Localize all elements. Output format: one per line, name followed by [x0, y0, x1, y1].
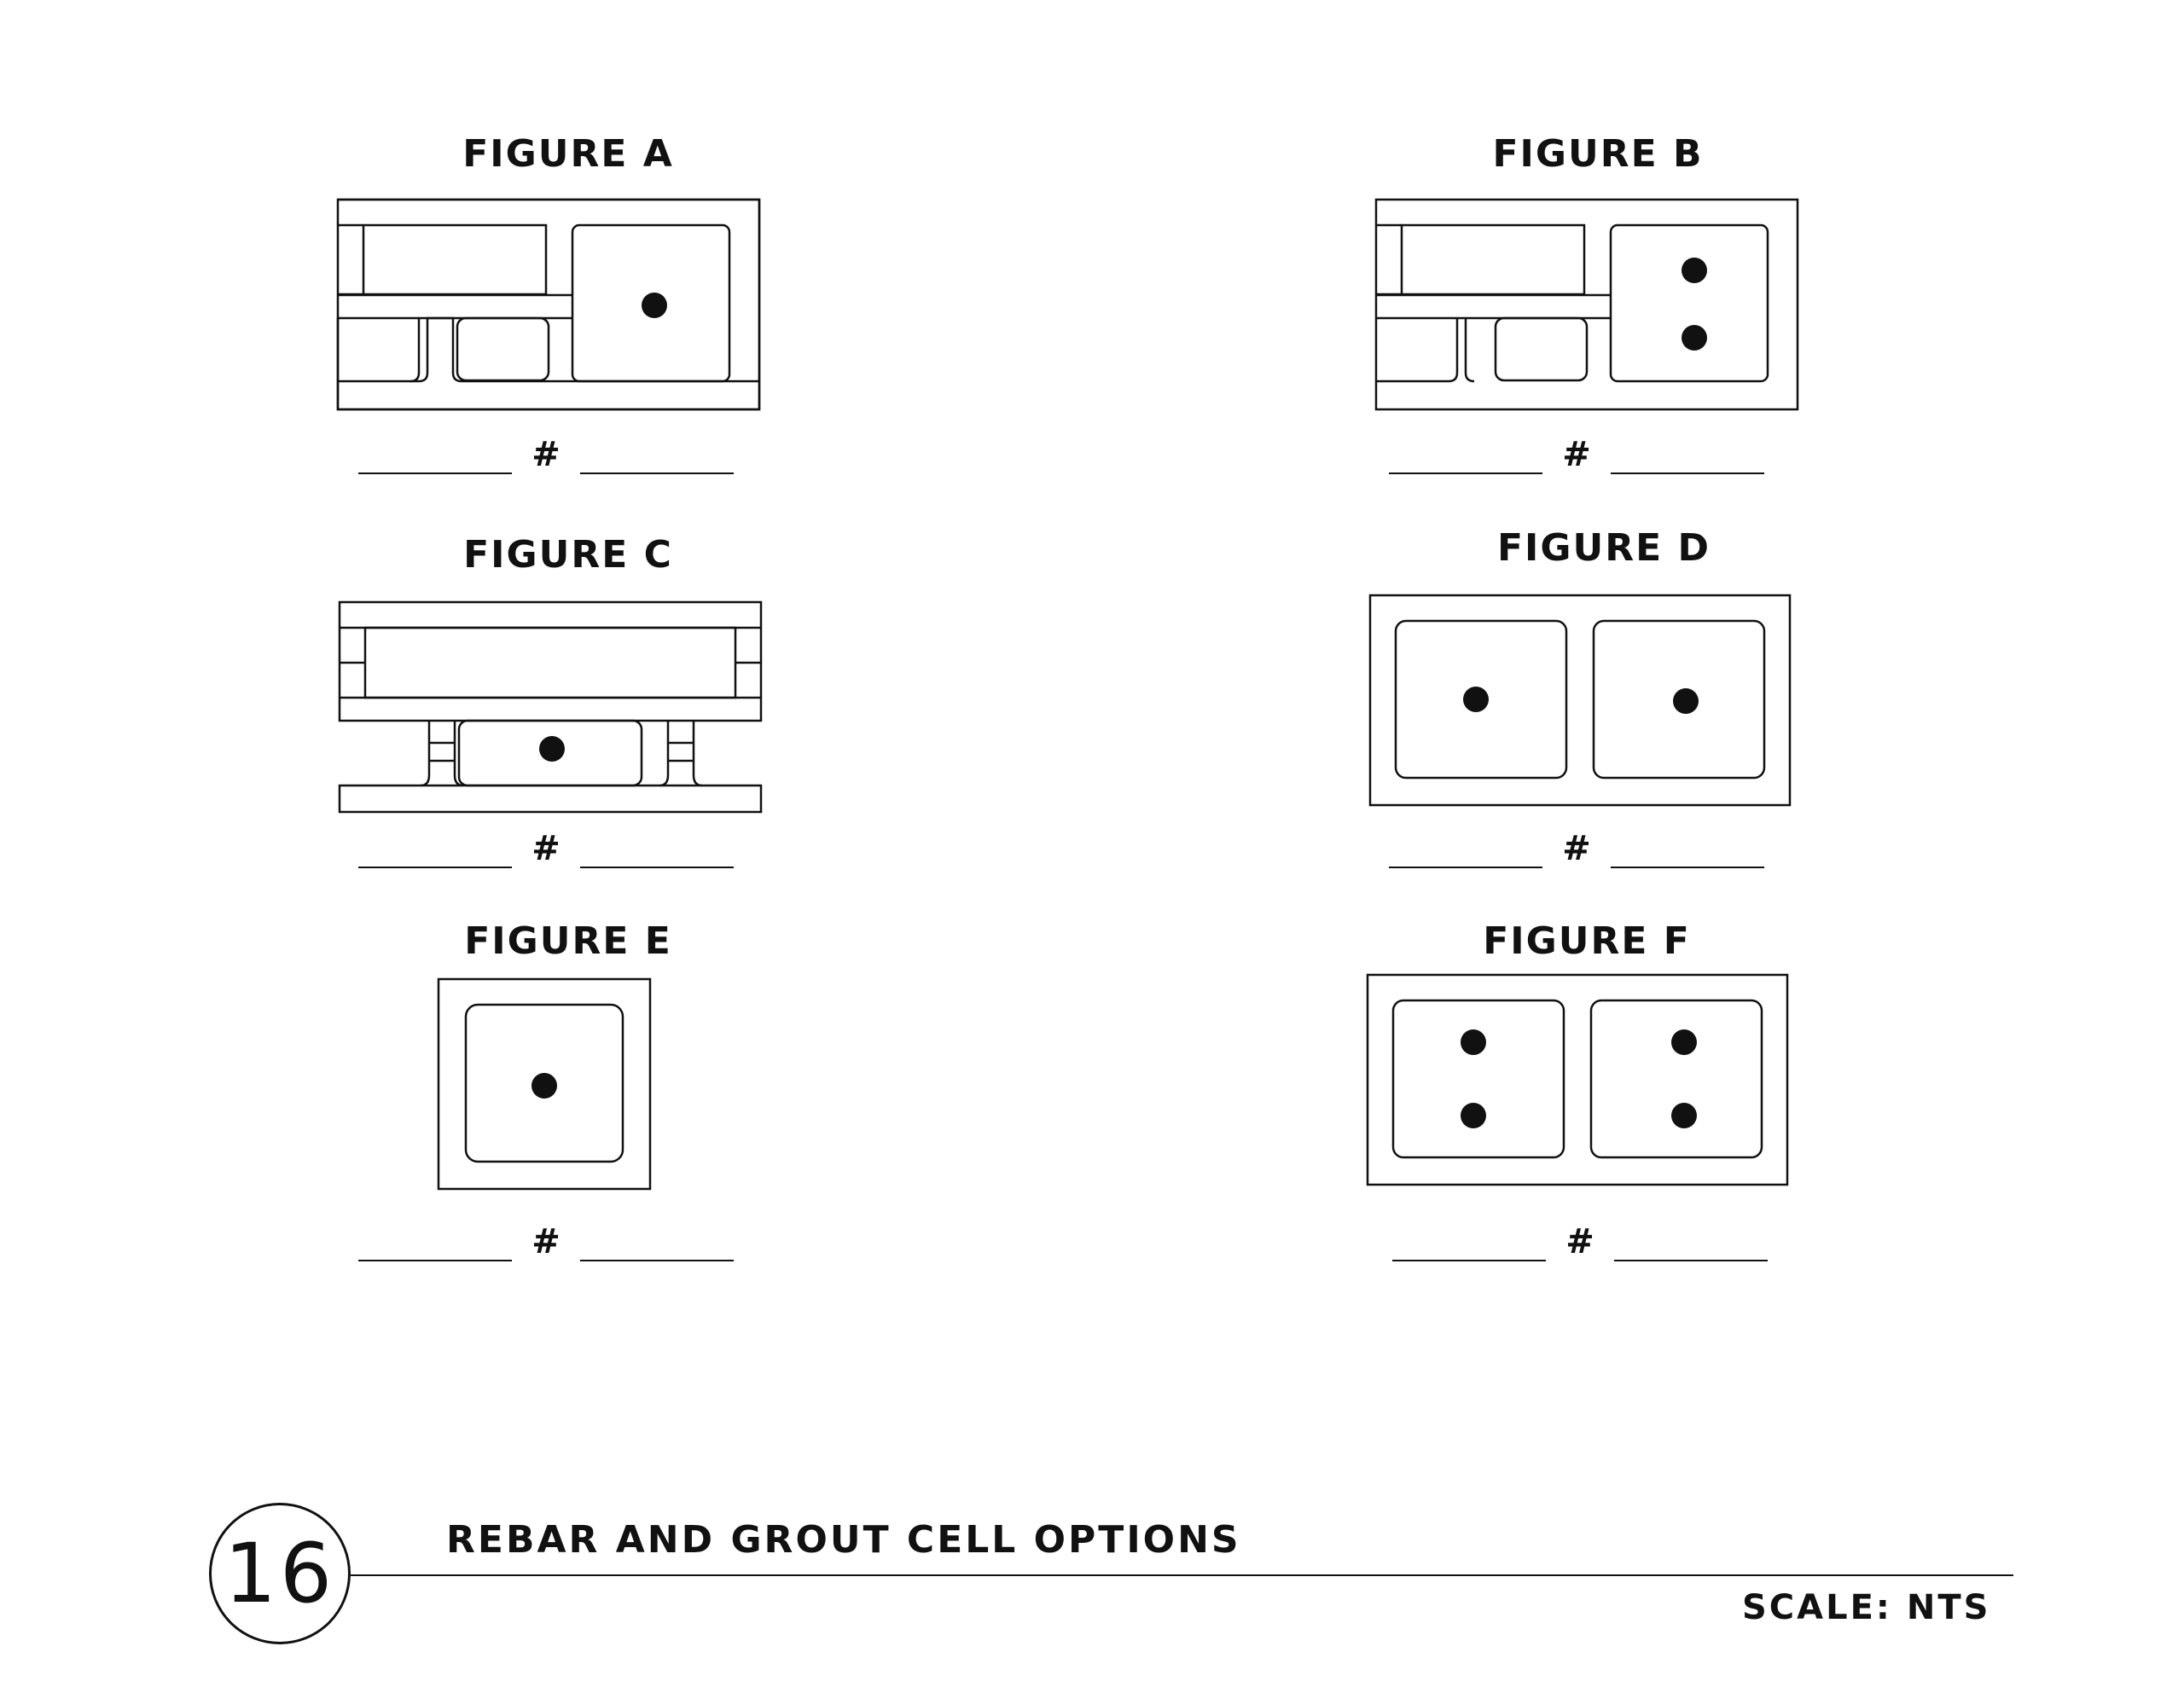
count-blank[interactable]	[1611, 867, 1764, 868]
hash-symbol: #	[1565, 1222, 1594, 1261]
figure-b-diagram	[1374, 198, 1799, 411]
rebar-dot	[642, 293, 667, 318]
rebar-dot	[1673, 688, 1699, 714]
hash-symbol: #	[1562, 829, 1591, 868]
rebar-dot	[539, 736, 565, 762]
size-blank[interactable]	[1392, 1260, 1546, 1261]
size-blank[interactable]	[1389, 867, 1542, 868]
rebar-dot	[1461, 1029, 1486, 1055]
figure-c-diagram	[338, 600, 763, 814]
figure-f-title: FIGURE F	[1483, 919, 1691, 963]
count-blank[interactable]	[1611, 472, 1764, 474]
rebar-dot	[1682, 325, 1707, 351]
hash-symbol: #	[531, 829, 561, 868]
figure-d-title: FIGURE D	[1496, 526, 1711, 570]
count-blank[interactable]	[580, 867, 734, 868]
hash-symbol: #	[1562, 435, 1591, 474]
rebar-dot	[1671, 1103, 1697, 1128]
title-underline	[351, 1574, 2013, 1576]
figure-f-diagram	[1366, 973, 1789, 1186]
size-blank[interactable]	[358, 472, 512, 474]
count-blank[interactable]	[1614, 1260, 1768, 1261]
scale-label: SCALE: NTS	[1742, 1588, 1991, 1627]
figure-c-answer[interactable]: #	[358, 829, 734, 870]
figure-d-diagram	[1368, 594, 1792, 807]
figure-e-diagram	[437, 977, 652, 1191]
detail-number-bubble: 16	[209, 1503, 351, 1644]
figure-b-title: FIGURE B	[1492, 132, 1704, 176]
figure-c-title: FIGURE C	[463, 533, 673, 577]
rebar-dot	[531, 1073, 557, 1099]
figure-e-title: FIGURE E	[464, 919, 672, 963]
figure-a-diagram	[336, 198, 761, 411]
figure-e-answer[interactable]: #	[358, 1222, 734, 1263]
hash-symbol: #	[531, 435, 561, 474]
figure-d-answer[interactable]: #	[1389, 829, 1764, 870]
count-blank[interactable]	[580, 472, 734, 474]
rebar-dot	[1682, 258, 1707, 283]
hash-symbol: #	[531, 1222, 561, 1261]
rebar-dot	[1671, 1029, 1697, 1055]
detail-title: REBAR AND GROUT CELL OPTIONS	[446, 1518, 1241, 1562]
rebar-dot	[1461, 1103, 1486, 1128]
block-outline	[336, 198, 761, 411]
figure-f-answer[interactable]: #	[1392, 1222, 1768, 1263]
figure-b-answer[interactable]: #	[1389, 435, 1764, 476]
count-blank[interactable]	[580, 1260, 734, 1261]
rebar-dot	[1463, 687, 1489, 712]
size-blank[interactable]	[358, 867, 512, 868]
size-blank[interactable]	[358, 1260, 512, 1261]
figure-a-title: FIGURE A	[462, 132, 674, 176]
size-blank[interactable]	[1389, 472, 1542, 474]
block-outline-frame	[336, 198, 761, 411]
figure-a-answer[interactable]: #	[358, 435, 734, 476]
